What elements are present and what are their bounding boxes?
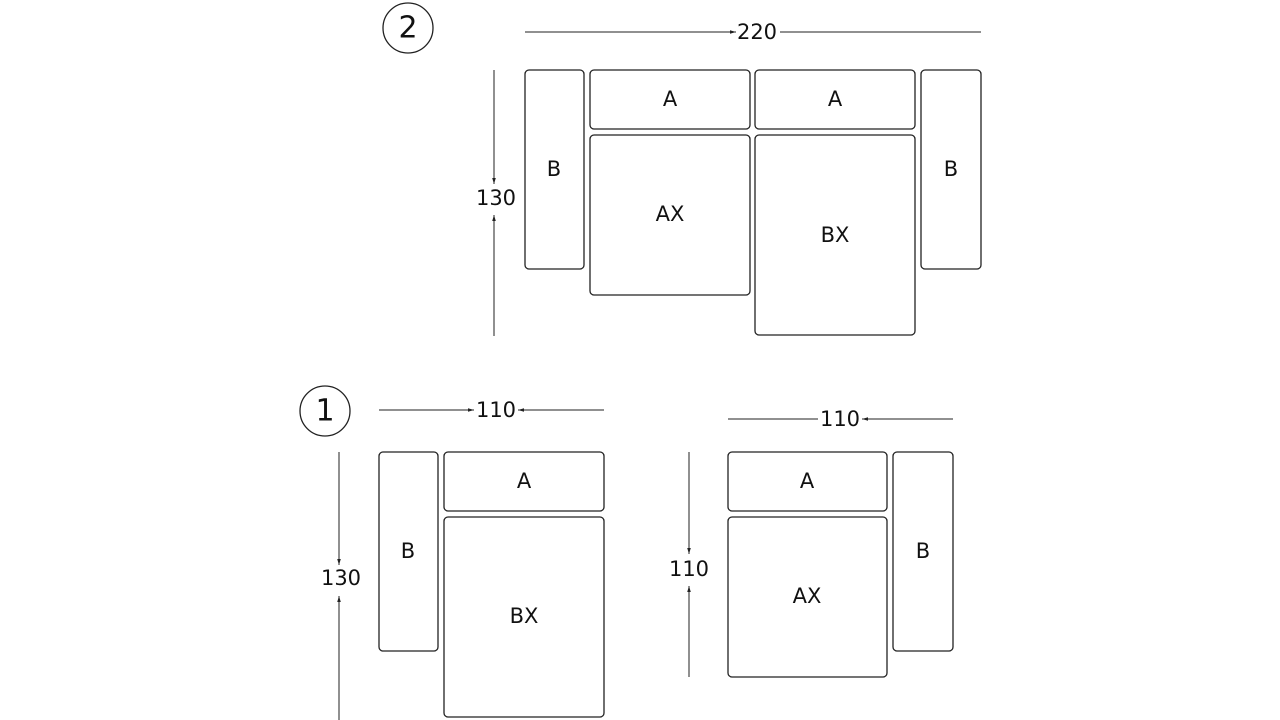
configuration-2: 2 220 130 B A A AX BX B [382, 2, 982, 336]
config-2-number: 2 [398, 11, 417, 46]
config-1-right-piece-b-label: B [916, 539, 930, 563]
config-1-right-piece-a [727, 451, 888, 512]
config-2-height-label: 130 [476, 186, 516, 210]
config-2-piece-a-right [754, 69, 916, 130]
config-1-left-piece-b-label: B [401, 539, 415, 563]
config-1-number: 1 [315, 394, 334, 429]
config-2-piece-b-right [920, 69, 982, 270]
config-1-left-piece-b [378, 451, 439, 652]
config-2-piece-b-left [524, 69, 585, 270]
config-2-piece-a-left [589, 69, 751, 130]
config-1-left-piece-bx [443, 516, 605, 718]
config-1-right-height-label: 110 [669, 557, 709, 581]
config-1-number-badge [299, 385, 351, 437]
config-2-piece-ax-label: AX [656, 202, 685, 226]
config-2-piece-a-right-label: A [828, 87, 843, 111]
config-2-piece-bx [754, 134, 916, 336]
config-1-right-piece-ax-label: AX [793, 584, 822, 608]
config-2-piece-b-left-label: B [547, 157, 561, 181]
config-2-piece-a-left-label: A [663, 87, 678, 111]
config-1-left-piece-a-label: A [517, 469, 532, 493]
config-2-width-label: 220 [737, 20, 777, 44]
config-1-left-height-label: 130 [321, 566, 361, 590]
config-1-left-width-label: 110 [476, 398, 516, 422]
config-1-left-piece-a [443, 451, 605, 512]
config-1-left-piece-bx-label: BX [510, 604, 539, 628]
config-2-piece-bx-label: BX [821, 223, 850, 247]
config-1-right-piece-a-label: A [800, 469, 815, 493]
configuration-1-right: 110 110 A AX B [669, 407, 954, 678]
config-1-right-piece-b [892, 451, 954, 652]
configuration-1-left: 1 110 130 B A BX [299, 385, 605, 720]
config-2-number-badge [382, 2, 434, 54]
config-1-right-width-label: 110 [820, 407, 860, 431]
config-2-piece-b-right-label: B [944, 157, 958, 181]
config-1-right-piece-ax [727, 516, 888, 678]
config-2-piece-ax [589, 134, 751, 296]
